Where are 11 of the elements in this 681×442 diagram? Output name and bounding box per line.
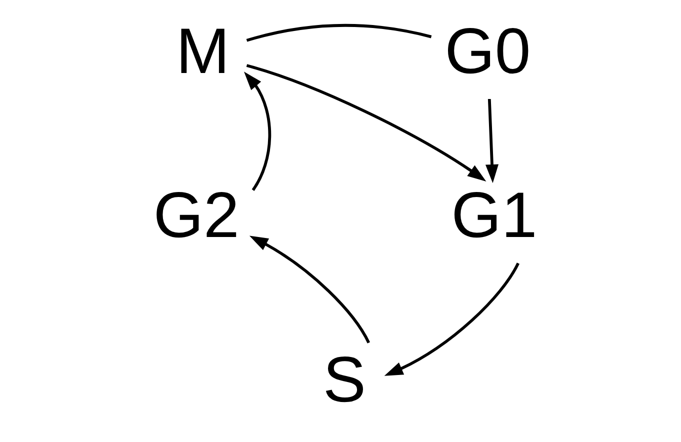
node-text: G2	[153, 179, 240, 252]
node-text: G0	[444, 14, 531, 87]
arrow	[384, 262, 520, 376]
connector	[246, 24, 432, 42]
node-text: S	[322, 343, 366, 416]
arrow	[249, 236, 370, 344]
arrow	[244, 72, 272, 191]
arrow	[246, 64, 486, 182]
node-text: G1	[451, 179, 538, 252]
node-text: M	[176, 14, 230, 87]
arrow	[485, 98, 499, 184]
